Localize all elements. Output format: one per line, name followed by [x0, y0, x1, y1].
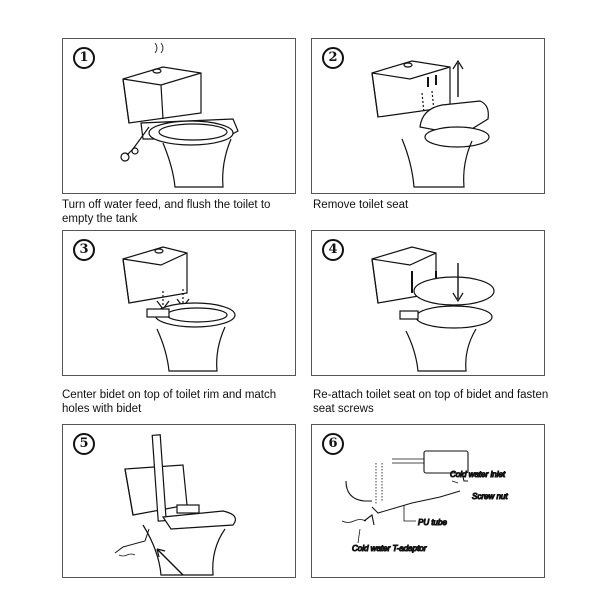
step-3-caption: Center bidet on top of toilet rim and ma… [62, 389, 277, 415]
label-pu-tube: PU tube [418, 518, 447, 527]
step-1-caption: Turn off water feed, and flush the toile… [62, 199, 271, 225]
step-3-illustration [122, 246, 236, 372]
step-3-panel: 3 [62, 230, 296, 376]
step-6-number: 6 [322, 433, 344, 455]
step-5-illustration [114, 434, 236, 576]
step-2-panel: 2 [311, 38, 545, 194]
bidet-body [423, 450, 469, 474]
step-4-illustration [371, 246, 495, 372]
step-5-panel: 5 [62, 424, 296, 578]
step-2-number: 2 [322, 47, 344, 69]
step-6-panel: 6 Cold water inlet Screw nut PU tube Col… [311, 424, 545, 578]
step-4-panel: 4 [311, 230, 545, 376]
label-cold-water-inlet: Cold water inlet [450, 470, 506, 479]
step-4-caption: Re-attach toilet seat on top of bidet an… [313, 389, 549, 415]
step-1-number: 1 [73, 47, 95, 69]
step-4-number: 4 [322, 239, 344, 261]
step-5-number: 5 [73, 433, 95, 455]
step-3-number: 3 [73, 239, 95, 261]
step-2-illustration [371, 59, 490, 188]
label-screw-nut: Screw nut [472, 492, 508, 501]
label-cold-water-t-adaptor: Cold water T-adaptor [352, 544, 427, 553]
step-1-illustration [120, 42, 239, 188]
step-2-caption: Remove toilet seat [313, 199, 409, 211]
step-6-illustration: Cold water inlet Screw nut PU tube Cold … [341, 450, 509, 554]
step-1-panel: 1 [62, 38, 296, 194]
